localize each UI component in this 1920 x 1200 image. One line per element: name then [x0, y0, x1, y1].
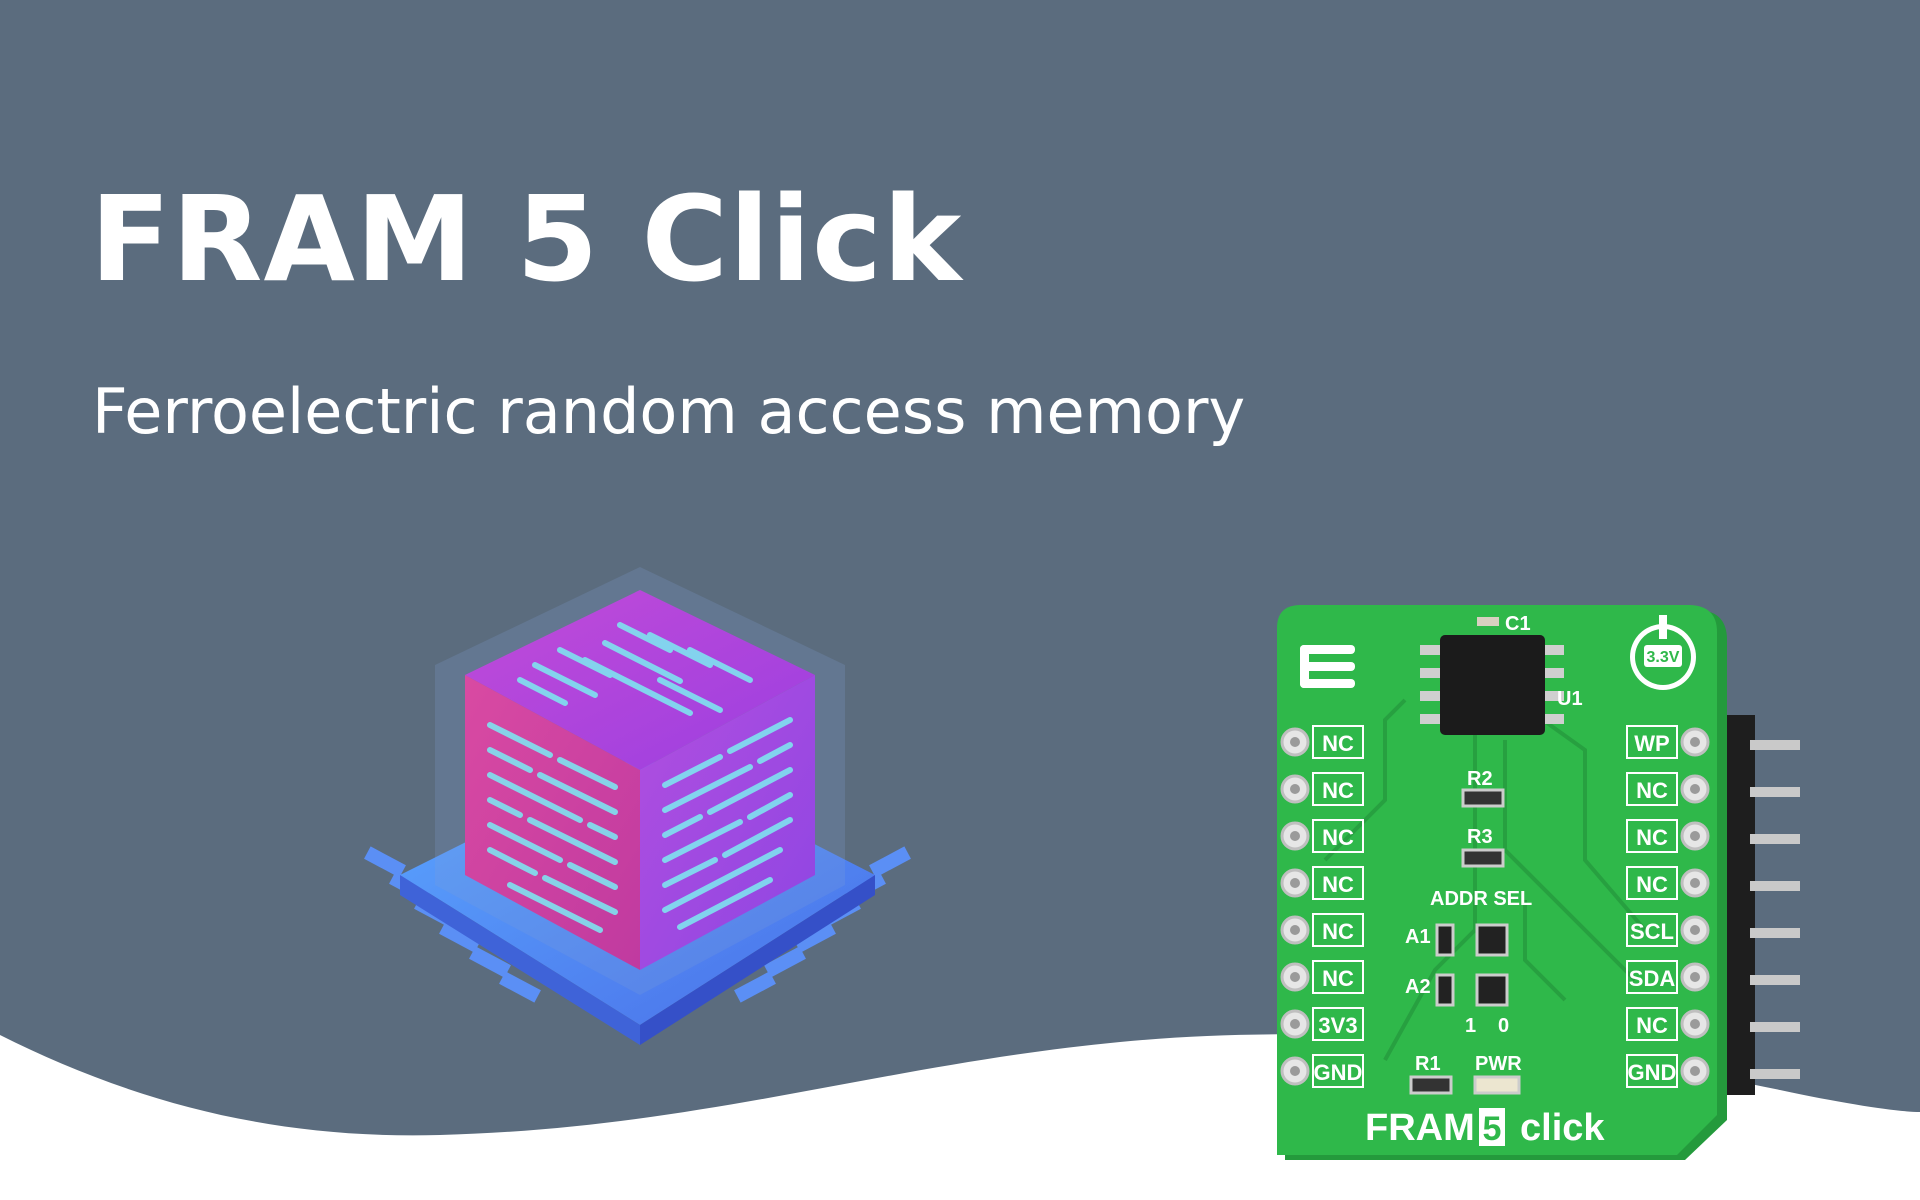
left-pin-5: NC [1280, 960, 1364, 994]
left-pin-2: NC [1280, 819, 1364, 853]
left-pin-frame [1312, 725, 1364, 759]
label-r2: R2 [1467, 768, 1493, 790]
power-3v3-label: 3.3V [1647, 649, 1680, 666]
right-pin-label: NC [1636, 1013, 1668, 1038]
label-r3: R3 [1467, 826, 1493, 848]
right-pin-frame [1626, 1007, 1678, 1041]
right-pin-3: NC [1626, 866, 1710, 900]
left-pin-hole [1290, 784, 1300, 794]
resistor-r3 [1461, 848, 1505, 868]
left-pin-label: GND [1314, 1060, 1363, 1085]
right-pin-label: SDA [1629, 966, 1676, 991]
left-pin-hole [1290, 878, 1300, 888]
right-pin-hole [1690, 972, 1700, 982]
left-pin-hole [1290, 831, 1300, 841]
left-pin-hole [1290, 737, 1300, 747]
label-addr-sel: ADDR SEL [1430, 888, 1532, 910]
resistor-r2 [1461, 788, 1505, 808]
left-pin-hole [1290, 925, 1300, 935]
memory-cube-illustration [364, 567, 911, 1045]
click-board-image: 3.3V C1 U1 R2 R3 ADDR SEL A1 A2 [1277, 605, 1800, 1160]
right-pin-hole [1690, 831, 1700, 841]
power-3v3-badge: 3.3V [1630, 615, 1696, 690]
left-pin-0: NC [1280, 725, 1364, 759]
right-pin-hole [1690, 878, 1700, 888]
label-one: 1 [1465, 1015, 1476, 1037]
left-pin-label: NC [1322, 966, 1354, 991]
right-pin-label: NC [1636, 778, 1668, 803]
right-pin-7: GND [1626, 1054, 1710, 1088]
right-pin-hole [1690, 925, 1700, 935]
header-pins [1725, 715, 1800, 1095]
address-jumpers [1435, 923, 1509, 1007]
right-pin-hole [1690, 737, 1700, 747]
left-pin-3: NC [1280, 866, 1364, 900]
right-pin-label: NC [1636, 872, 1668, 897]
fram-ic-chip [1420, 635, 1564, 735]
label-a2: A2 [1405, 976, 1431, 998]
label-c1: C1 [1505, 613, 1531, 635]
right-pin-label: WP [1634, 731, 1669, 756]
left-pin-label: NC [1322, 872, 1354, 897]
right-pin-frame [1626, 866, 1678, 900]
left-pin-label: NC [1322, 825, 1354, 850]
left-pin-frame [1312, 1007, 1364, 1041]
label-u1: U1 [1557, 688, 1583, 710]
left-pin-1: NC [1280, 772, 1364, 806]
right-pin-frame [1626, 819, 1678, 853]
right-pin-frame [1626, 1054, 1678, 1088]
right-pin-1: NC [1626, 772, 1710, 806]
right-pin-6: NC [1626, 1007, 1710, 1041]
right-pin-frame [1626, 913, 1678, 947]
left-pin-4: NC [1280, 913, 1364, 947]
right-pin-4: SCL [1626, 913, 1710, 947]
left-pin-7: GND [1280, 1054, 1364, 1088]
memory-cube [465, 590, 815, 970]
right-pin-hole [1690, 1019, 1700, 1029]
left-pin-label: 3V3 [1318, 1013, 1357, 1038]
right-pin-hole [1690, 784, 1700, 794]
left-pin-frame [1312, 1054, 1364, 1088]
mikroe-logo-icon [1300, 645, 1355, 688]
right-pin-frame [1626, 960, 1678, 994]
capacitor-c1 [1477, 617, 1499, 626]
left-pin-frame [1312, 772, 1364, 806]
left-pin-hole [1290, 1066, 1300, 1076]
left-pin-frame [1312, 866, 1364, 900]
right-pin-5: SDA [1626, 960, 1710, 994]
right-pin-label: GND [1628, 1060, 1677, 1085]
left-pin-6: 3V3 [1280, 1007, 1364, 1041]
left-pin-frame [1312, 913, 1364, 947]
pcb-traces [1323, 698, 1647, 1061]
left-pin-frame [1312, 819, 1364, 853]
right-pin-label: SCL [1630, 919, 1674, 944]
left-pin-hole [1290, 972, 1300, 982]
board-name-number: 5 [1483, 1110, 1502, 1148]
left-pin-label: NC [1322, 919, 1354, 944]
pwr-led [1473, 1075, 1521, 1095]
left-pin-frame [1312, 960, 1364, 994]
board-name-right: click [1520, 1107, 1605, 1149]
label-a1: A1 [1405, 926, 1431, 948]
right-pin-column: WP NC NC NC SCL SDA NC GND [1626, 725, 1710, 1088]
label-r1: R1 [1415, 1053, 1441, 1075]
board-name-left: FRAM [1365, 1107, 1475, 1149]
left-pin-label: NC [1322, 778, 1354, 803]
label-zero: 0 [1498, 1015, 1509, 1037]
page-subtitle: Ferroelectric random access memory [92, 375, 1246, 448]
page-title: FRAM 5 Click [90, 170, 963, 308]
resistor-r1 [1409, 1075, 1453, 1095]
left-pin-hole [1290, 1019, 1300, 1029]
right-pin-0: WP [1626, 725, 1710, 759]
board-name: FRAM 5 click [1365, 1107, 1605, 1149]
right-pin-frame [1626, 772, 1678, 806]
right-pin-label: NC [1636, 825, 1668, 850]
right-pin-2: NC [1626, 819, 1710, 853]
label-pwr: PWR [1475, 1053, 1522, 1075]
right-pin-hole [1690, 1066, 1700, 1076]
left-pin-label: NC [1322, 731, 1354, 756]
right-pin-frame [1626, 725, 1678, 759]
